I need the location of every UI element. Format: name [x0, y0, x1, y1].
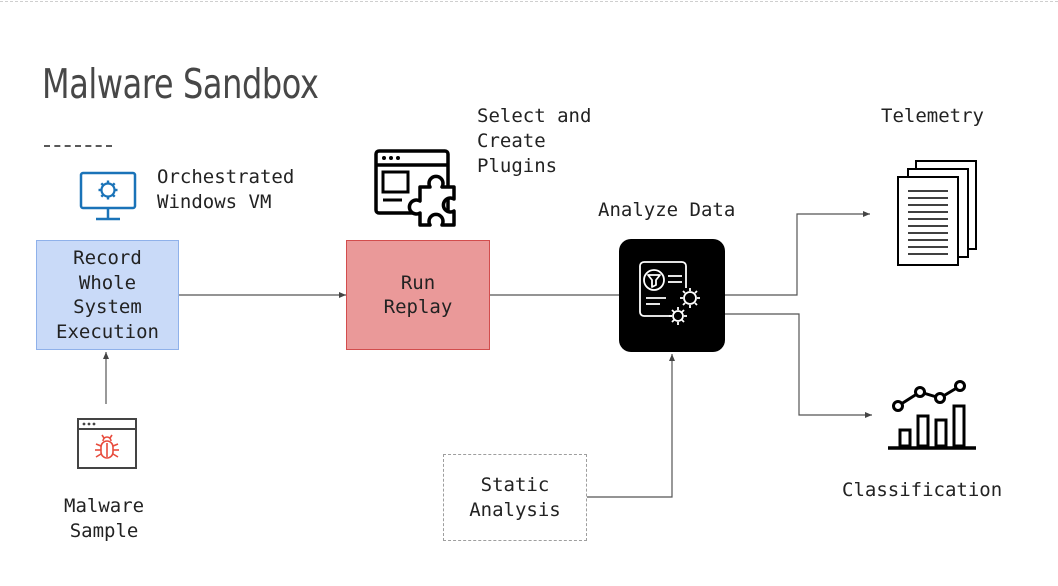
- arrow-analyze-to-classification: [725, 313, 872, 418]
- window-puzzle-icon: [374, 149, 456, 227]
- top-divider: [0, 1, 1058, 2]
- analyze-label: Analyze Data: [598, 199, 736, 221]
- arrow-analyze-to-telemetry: [725, 211, 870, 296]
- static-analysis-box: Static Analysis: [443, 454, 587, 541]
- vm-label: Orchestrated Windows VM: [157, 166, 295, 213]
- plugins-label: Select and Create Plugins: [477, 105, 592, 177]
- telemetry-label: Telemetry: [881, 105, 984, 127]
- data-analysis-gear-icon: [639, 260, 700, 325]
- title-accent-line: [44, 145, 112, 147]
- malware-sample-label: Malware Sample: [64, 495, 145, 542]
- monitor-gear-icon: [79, 171, 137, 221]
- record-execution-box: Record Whole System Execution: [36, 240, 179, 350]
- analyze-data-node: [619, 239, 725, 352]
- page-title: Malware Sandbox: [42, 60, 319, 108]
- bug-window-icon: [77, 418, 137, 469]
- classification-label: Classification: [842, 479, 1003, 501]
- arrow-static-to-analyze: [587, 354, 675, 498]
- bar-line-chart-icon: [888, 380, 976, 450]
- documents-stack-icon: [897, 160, 977, 266]
- run-replay-box: Run Replay: [346, 240, 490, 350]
